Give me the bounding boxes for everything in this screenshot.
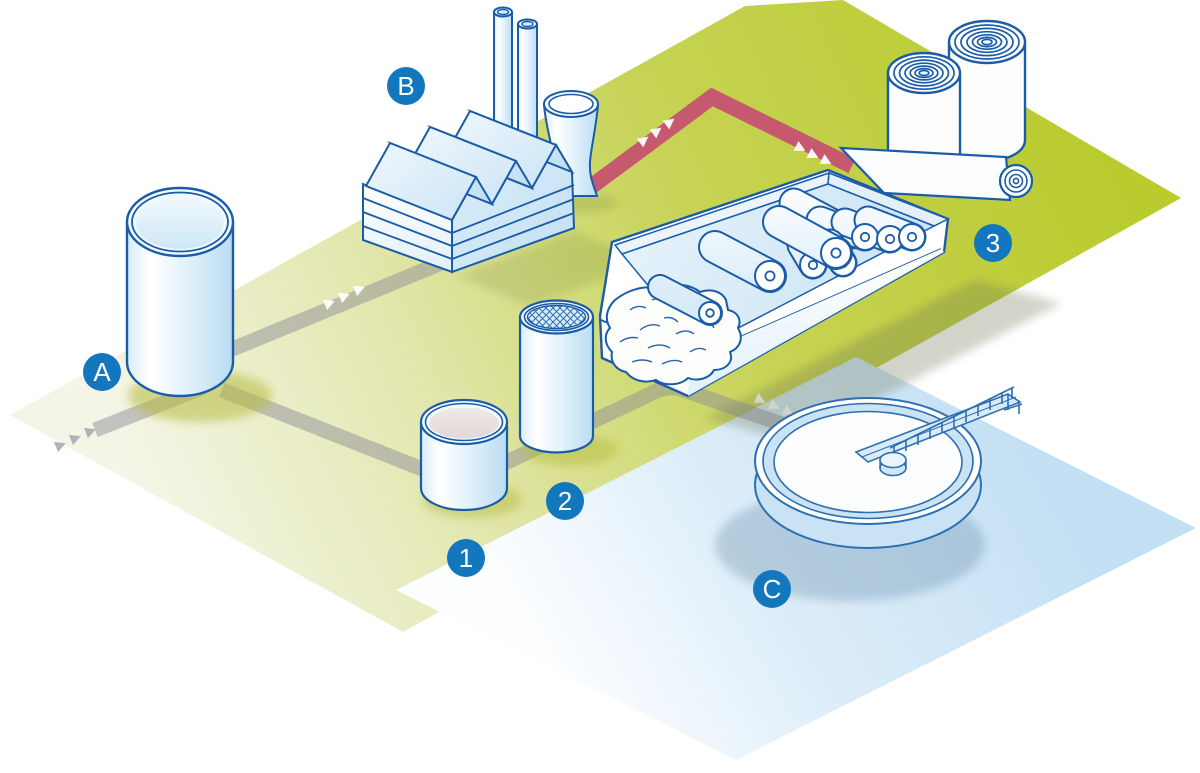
marker-2[interactable]: 2 [546, 482, 584, 520]
chimney-icon [493, 6, 538, 147]
small-tank-1 [419, 398, 522, 518]
machine-shadow [705, 280, 1062, 443]
paper-web [838, 146, 1034, 202]
marker-3[interactable]: 3 [974, 224, 1012, 262]
paper-roll-icon [947, 19, 1027, 163]
pulp-roller-icon [647, 274, 723, 326]
marker-1[interactable]: 1 [447, 539, 485, 577]
power-plant [362, 6, 650, 306]
press-roller-icon [805, 205, 927, 254]
storage-tank-a [125, 186, 272, 422]
marker-b[interactable]: B [387, 67, 425, 105]
factory-stripes [362, 184, 575, 260]
press-roller-icon [698, 230, 787, 293]
paper-machine [598, 146, 1062, 443]
marker-a[interactable]: A [83, 353, 121, 391]
factory-shadow [455, 232, 650, 306]
tank-2-mesh [526, 304, 587, 330]
press-roller-icon [762, 205, 853, 270]
steam-pipe [587, 87, 856, 193]
clarifier-basin [715, 386, 1023, 601]
paper-reel-icon [998, 163, 1034, 199]
scraper-bridge [854, 386, 1023, 477]
trough-front-face [688, 249, 944, 396]
marker-c[interactable]: C [753, 570, 791, 608]
screen-tank-2 [518, 299, 618, 466]
cooling-tower-icon [542, 90, 600, 197]
